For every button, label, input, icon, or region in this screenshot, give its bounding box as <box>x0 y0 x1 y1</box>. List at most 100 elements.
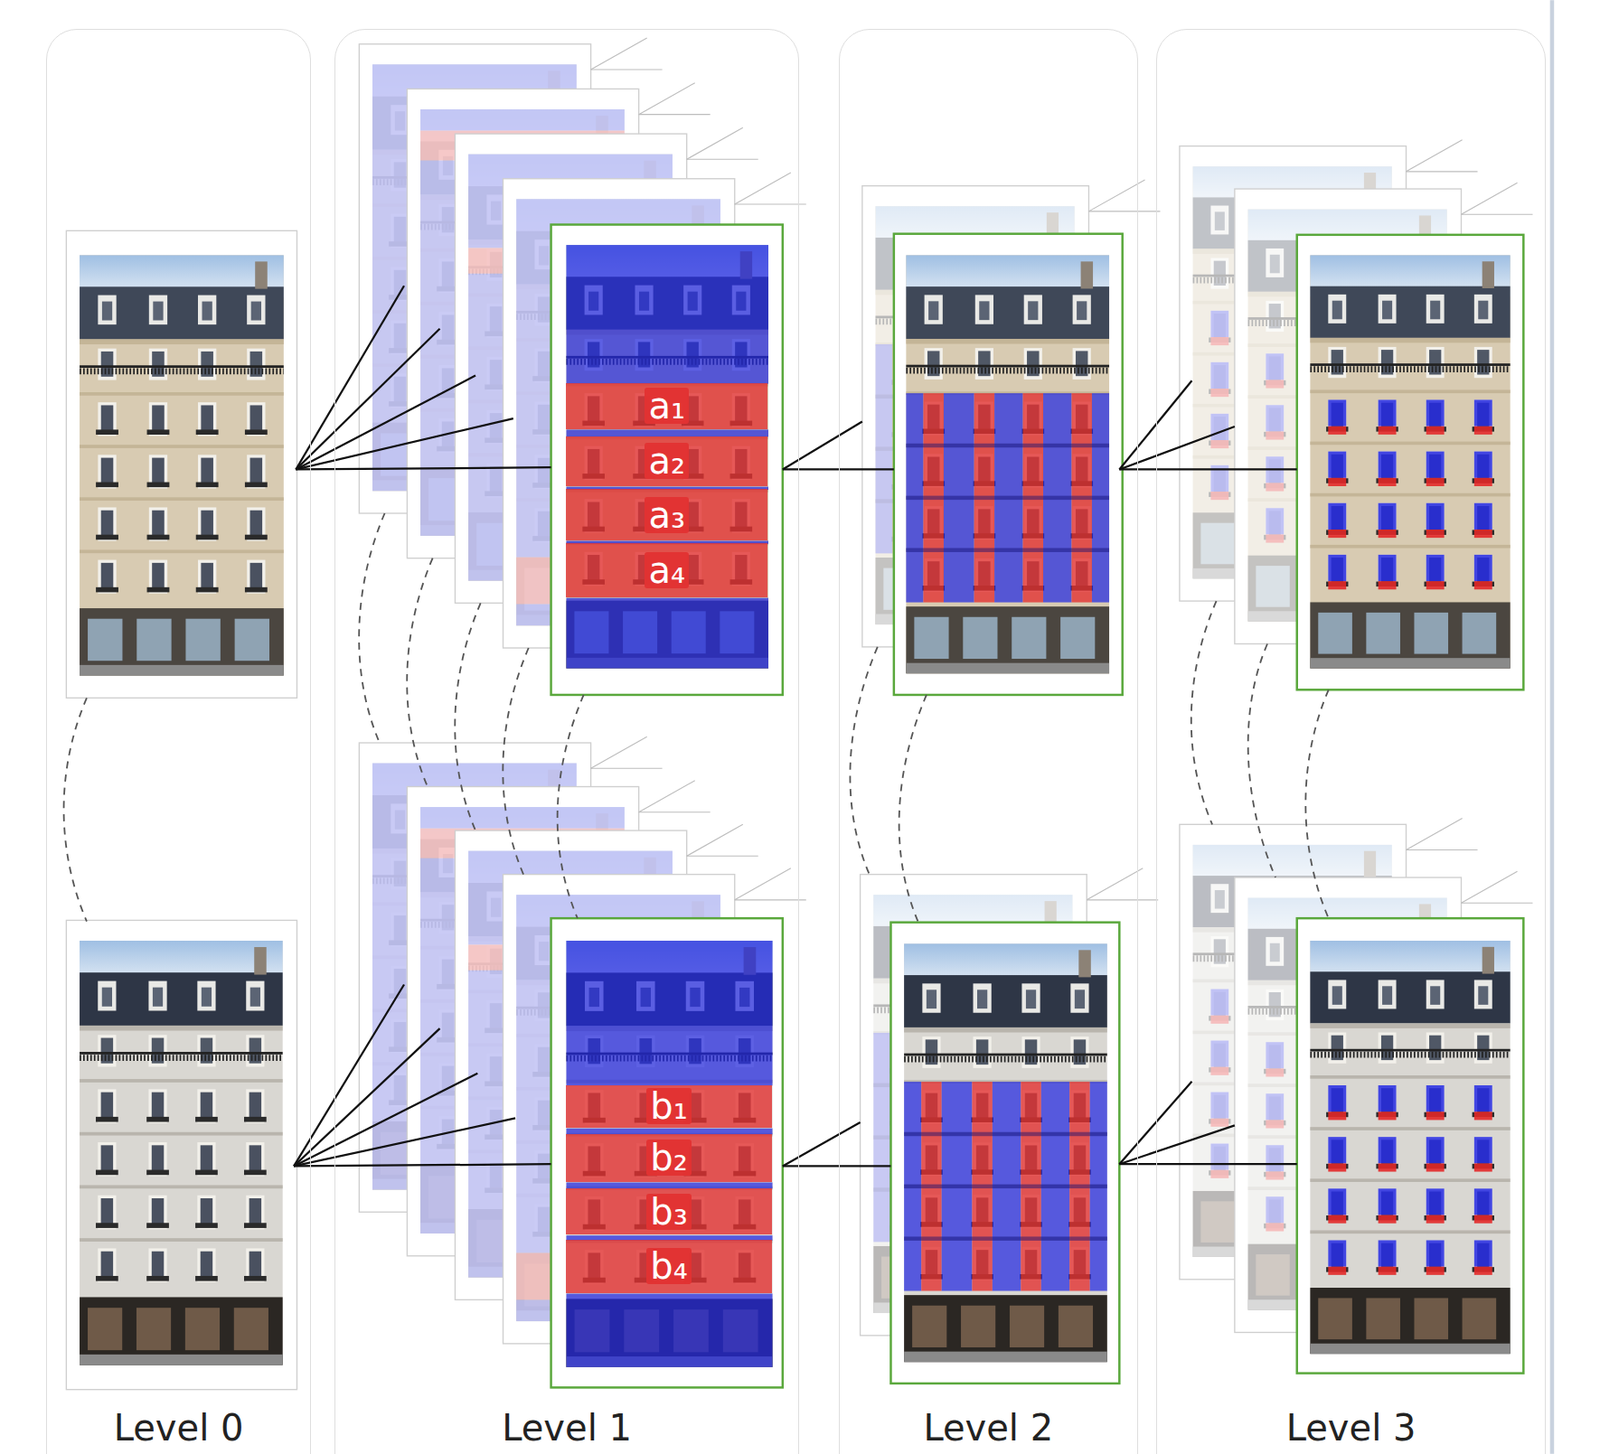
window-overlay <box>1265 404 1284 432</box>
window-overlay <box>1426 581 1445 590</box>
window-rail <box>147 535 170 541</box>
dormer-glass <box>1074 989 1085 1009</box>
window-rail <box>147 482 170 489</box>
window-overlay <box>1210 1119 1229 1128</box>
window-rail <box>244 1223 267 1229</box>
window-overlay <box>1474 503 1493 530</box>
stack-edge <box>1088 210 1160 212</box>
window-frame <box>1210 936 1229 968</box>
dormer <box>148 981 167 1012</box>
shop-window <box>185 619 220 662</box>
window-rail <box>95 535 119 541</box>
window-overlay <box>1378 426 1397 435</box>
window-overlay <box>1265 431 1284 440</box>
window-rail <box>244 429 268 435</box>
floor-line <box>905 443 1110 448</box>
floor-line <box>903 1132 1108 1137</box>
stack-edge <box>591 736 648 769</box>
window-rail <box>244 1117 267 1123</box>
stack-edge <box>687 824 744 857</box>
photo-frame <box>65 230 297 698</box>
floor-line <box>79 1185 283 1189</box>
dormer <box>1210 206 1229 236</box>
window-rail <box>146 1117 170 1123</box>
window-overlay <box>1210 310 1229 338</box>
window-overlay <box>1327 503 1346 530</box>
dormer-glass <box>152 988 163 1008</box>
shop-window <box>234 1308 269 1351</box>
window-frame <box>245 1035 264 1067</box>
dormer-glass <box>978 301 989 320</box>
mansard-roof <box>905 286 1110 339</box>
window-frame <box>1021 1036 1040 1069</box>
window-glass <box>151 1145 164 1174</box>
stack-edge <box>591 68 663 70</box>
stack-edge <box>1406 849 1478 851</box>
window-overlay <box>1327 478 1346 487</box>
dormer-glass <box>251 301 262 321</box>
floor-line <box>1309 389 1510 394</box>
window-rail <box>244 535 268 541</box>
shop-window <box>1009 1306 1045 1348</box>
balcony-rail <box>79 367 284 375</box>
window-glass <box>101 1251 113 1280</box>
floor-overlay <box>903 1132 1108 1138</box>
shop-window <box>87 1308 123 1351</box>
dormer-glass <box>1270 943 1280 963</box>
window-glass <box>101 404 114 433</box>
shop-window <box>136 1308 171 1351</box>
stack-edge <box>639 811 711 813</box>
floor-overlay <box>905 496 1110 501</box>
window-glass <box>151 510 165 539</box>
balcony-rail-top <box>903 1054 1108 1057</box>
pavement <box>903 1352 1108 1364</box>
window-overlay <box>1210 388 1229 397</box>
cornice <box>905 338 1110 345</box>
floor-line <box>903 1185 1108 1189</box>
stack-edge <box>1088 179 1145 212</box>
window-overlay <box>1327 451 1346 479</box>
window-glass <box>101 563 114 592</box>
mansard-roof <box>903 975 1108 1028</box>
window-overlay <box>1474 581 1493 590</box>
window-frame <box>1378 347 1397 378</box>
window-overlay <box>1474 529 1493 538</box>
window-overlay <box>1426 478 1445 487</box>
dormer-glass <box>1076 301 1087 320</box>
dormer-glass <box>102 988 113 1008</box>
dormer-glass <box>928 301 939 320</box>
window-overlay <box>1210 1016 1229 1025</box>
dormer <box>149 295 168 326</box>
chimney <box>1081 261 1093 289</box>
shop-window <box>1011 617 1046 659</box>
floor-overlay <box>903 1236 1108 1242</box>
photo <box>1309 254 1510 669</box>
balcony-rail-top <box>79 365 284 368</box>
dormer <box>197 981 216 1012</box>
window-rail <box>196 535 219 541</box>
window-glass <box>200 563 214 592</box>
selected-frame <box>1297 235 1525 690</box>
window-glass <box>250 563 264 592</box>
stack-edge <box>734 203 807 205</box>
window-rail <box>146 1223 170 1229</box>
stack-edge <box>1406 818 1463 851</box>
dormer-glass <box>152 301 163 321</box>
window-glass <box>249 1092 262 1121</box>
stack-edge <box>639 781 696 813</box>
shop-window <box>1060 617 1095 659</box>
floor-line <box>79 1132 283 1137</box>
chimney <box>1078 950 1091 978</box>
pavement <box>1309 658 1510 669</box>
window-glass <box>249 1198 262 1227</box>
shop-window <box>1365 612 1401 655</box>
window-frame <box>1265 989 1284 1021</box>
window-glass <box>101 1198 113 1227</box>
window-frame <box>1070 1036 1089 1069</box>
selected-frame <box>894 234 1123 696</box>
shop-window <box>1255 1254 1290 1297</box>
facade-wall <box>1309 254 1510 669</box>
dormer <box>97 981 116 1012</box>
photo <box>905 254 1110 674</box>
